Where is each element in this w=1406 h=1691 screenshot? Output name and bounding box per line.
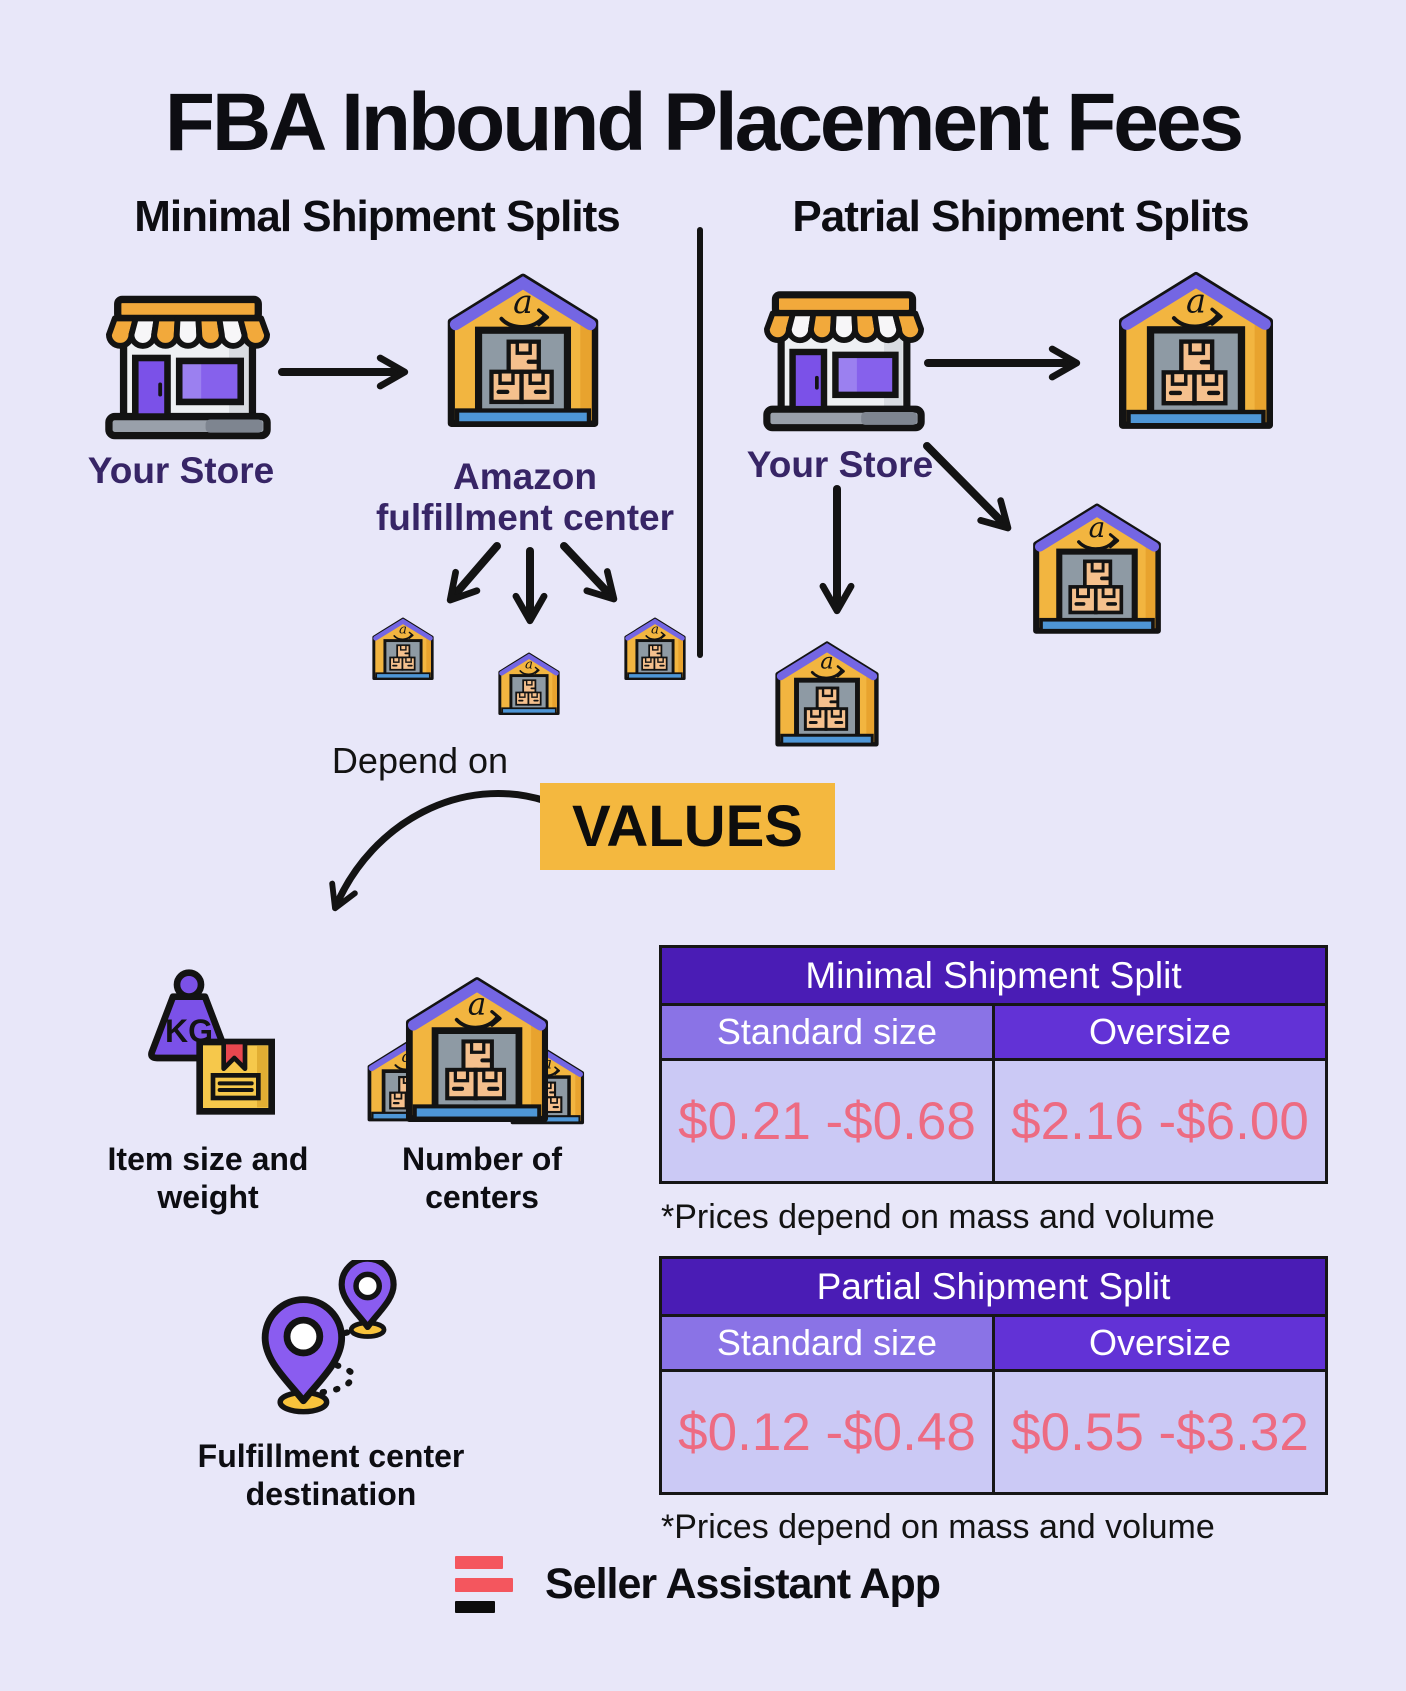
warehouse-icon (437, 260, 609, 432)
logo-bar-middle (455, 1578, 513, 1592)
warehouse-icon-small (368, 612, 438, 682)
price-standard-partial: $0.12 -$0.48 (662, 1372, 995, 1492)
warehouse-icon-small (620, 612, 690, 682)
warehouse-icon (768, 632, 886, 750)
map-pins-route-icon (246, 1260, 410, 1424)
price-standard-minimal: $0.21 -$0.68 (662, 1061, 995, 1181)
warehouse-icon (1108, 258, 1284, 434)
arrow-fan-left (446, 542, 501, 604)
store-icon (758, 272, 930, 432)
seller-assistant-logo-icon (455, 1556, 513, 1613)
store-label-right: Your Store (746, 444, 934, 485)
warehouse-icon-small (494, 647, 564, 717)
column-header-oversize: Oversize (995, 1006, 1325, 1058)
factor-item-size-label: Item size and weight (107, 1141, 309, 1215)
warehouse-icon (1024, 492, 1170, 638)
store-icon (100, 276, 276, 440)
arrow-fan-right (560, 542, 618, 603)
logo-bar-top (455, 1556, 503, 1569)
page-title: FBA Inbound Placement Fees (164, 77, 1244, 168)
heading-minimal-splits: Minimal Shipment Splits (134, 192, 621, 241)
logo-bar-bottom (455, 1601, 495, 1613)
heading-partial-splits: Patrial Shipment Splits (792, 192, 1249, 241)
footnote-partial: *Prices depend on mass and volume (661, 1508, 1215, 1546)
arrow-values-curve (329, 789, 550, 912)
warehouse-cluster-icon (362, 964, 592, 1127)
footnote-minimal: *Prices depend on mass and volume (661, 1198, 1215, 1236)
kg-weight-icon (133, 962, 293, 1122)
factor-number-centers-label: Number of centers (402, 1141, 562, 1215)
values-highlight-box: VALUES (540, 783, 835, 870)
factor-destination-label: Fulfillment center destination (197, 1438, 465, 1512)
brand-footer: Seller Assistant App (455, 1556, 941, 1613)
table-title-minimal: Minimal Shipment Split (662, 948, 1325, 1006)
depend-on-label: Depend on (331, 740, 509, 781)
column-header-standard-size: Standard size (662, 1317, 995, 1369)
partial-split-table: Partial Shipment Split Standard size Ove… (659, 1256, 1328, 1495)
brand-name: Seller Assistant App (545, 1560, 941, 1608)
price-oversize-partial: $0.55 -$3.32 (1011, 1402, 1309, 1462)
column-header-oversize: Oversize (995, 1317, 1325, 1369)
price-oversize-minimal: $2.16 -$6.00 (1011, 1091, 1309, 1151)
table-title-partial: Partial Shipment Split (662, 1259, 1325, 1317)
minimal-split-table: Minimal Shipment Split Standard size Ove… (659, 945, 1328, 1184)
fulfillment-center-label: Amazon fulfillment center (375, 456, 675, 539)
store-label-left: Your Store (87, 450, 275, 491)
column-header-standard-size: Standard size (662, 1006, 995, 1058)
